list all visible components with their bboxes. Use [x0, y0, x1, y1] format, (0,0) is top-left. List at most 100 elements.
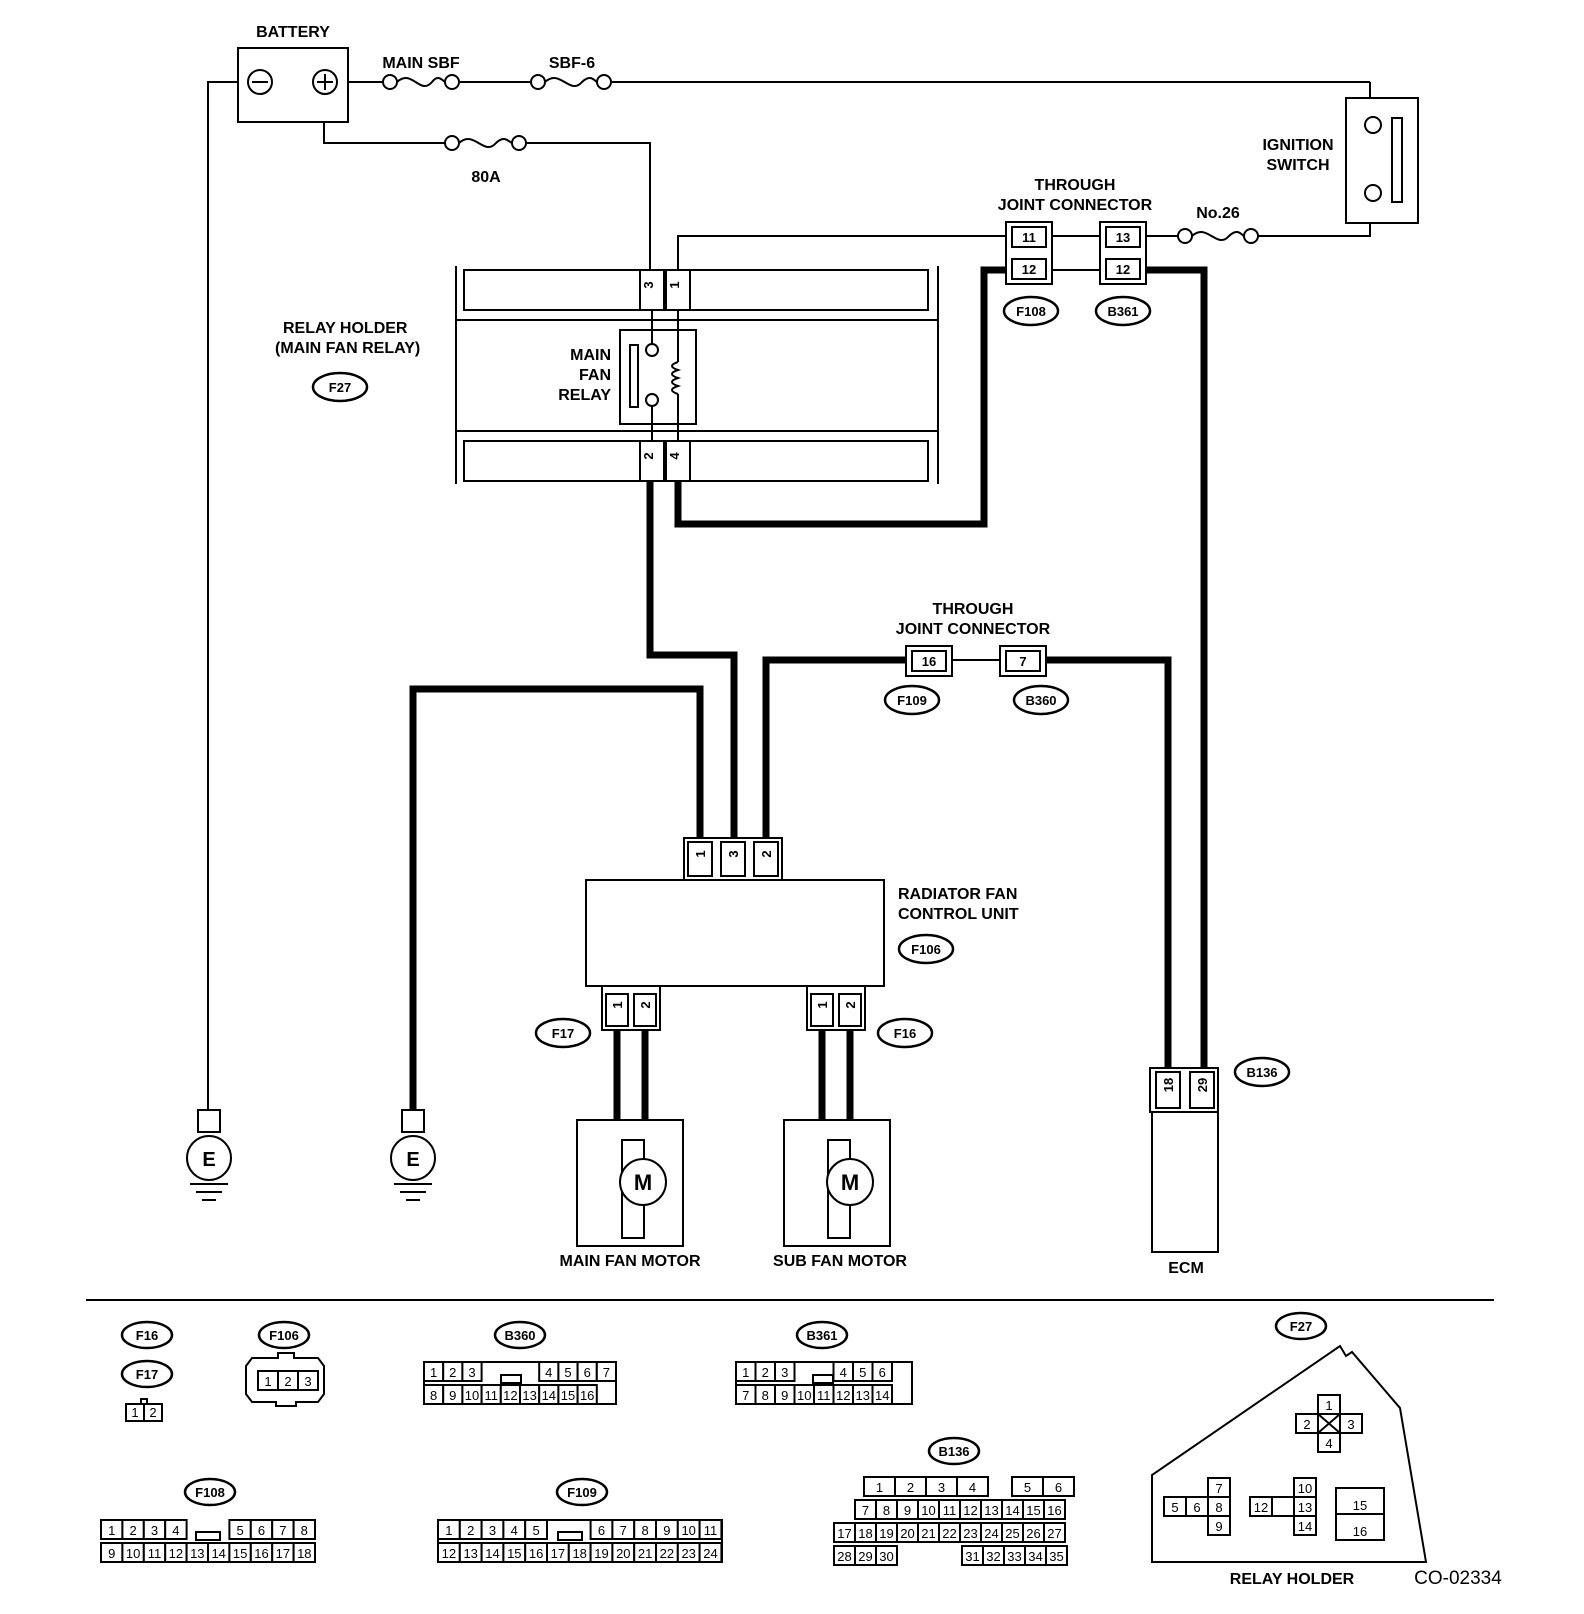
legend-f27-pin: 1	[1325, 1398, 1332, 1413]
legend-f109-pin: 23	[681, 1546, 695, 1561]
rfcu-pin-3: 3	[726, 850, 741, 857]
legend-relay-holder-outline	[1151, 1344, 1428, 1563]
legend-b136-label: B136	[938, 1444, 969, 1459]
legend-b360-pin: 2	[449, 1365, 456, 1380]
legend-b360-pin: 1	[430, 1365, 437, 1380]
legend-f108-pin: 18	[297, 1546, 311, 1561]
legend-f27-cell	[1293, 1515, 1317, 1536]
legend-b360-pin: 5	[564, 1365, 571, 1380]
legend-f109-pin: 13	[463, 1546, 477, 1561]
legend-b360-pin: 16	[580, 1388, 594, 1403]
main-fan-relay-label-3: RELAY	[558, 387, 611, 404]
rfcu-label-2: CONTROL UNIT	[898, 906, 1019, 923]
legend-b360-tag	[493, 1320, 547, 1350]
legend-b361-pin: 11	[817, 1388, 831, 1403]
jc-pin-11: 11	[1022, 230, 1036, 245]
fuse-80a: 80A	[444, 135, 527, 186]
legend-f109-pin: 19	[594, 1546, 608, 1561]
legend-b360-pin: 13	[522, 1388, 536, 1403]
sub-fan-motor: M SUB FAN MOTOR	[773, 1119, 907, 1270]
legend-f106-pin: 3	[304, 1374, 311, 1389]
legend-b136-pin: 34	[1028, 1549, 1042, 1564]
ignition-label-2: SWITCH	[1266, 157, 1329, 174]
legend-f109-key	[557, 1531, 583, 1541]
legend-b136-pin: 9	[904, 1503, 911, 1518]
b361-tag-label: B361	[1107, 304, 1138, 319]
legend-f27-pin: 7	[1215, 1481, 1222, 1496]
legend-f109-pin: 3	[489, 1523, 496, 1538]
legend-f27-pin: 5	[1171, 1500, 1178, 1515]
legend-b136-pin: 15	[1026, 1503, 1040, 1518]
f17-tag-label: F17	[552, 1026, 574, 1041]
relay-pin-1: 1	[667, 281, 682, 288]
legend-b360-pin: 6	[584, 1365, 591, 1380]
relay-pin-2: 2	[641, 452, 656, 459]
legend-f108-pin: 4	[172, 1523, 179, 1538]
legend-f109-pin: 14	[485, 1546, 499, 1561]
legend-f106-cell	[297, 1370, 319, 1391]
legend-f27-pin: 10	[1298, 1481, 1312, 1496]
legend-b136-pin: 32	[986, 1549, 1000, 1564]
legend-b360-pin: 9	[449, 1388, 456, 1403]
legend-b136-pin: 18	[858, 1526, 872, 1541]
legend-b361-pin: 9	[781, 1388, 788, 1403]
battery-label: BATTERY	[256, 24, 330, 41]
legend-f27-label: F27	[1290, 1319, 1312, 1334]
legend-f27-pin: 8	[1215, 1500, 1222, 1515]
legend-f108-pin: 10	[126, 1546, 140, 1561]
legend-f109-pin: 5	[532, 1523, 539, 1538]
legend-b360-pin: 10	[465, 1388, 479, 1403]
main-fan-relay-label-1: MAIN	[570, 347, 611, 364]
legend-b136-pin: 14	[1005, 1503, 1019, 1518]
legend-b360-key	[500, 1374, 522, 1384]
main-fan-motor-label: MAIN FAN MOTOR	[559, 1253, 700, 1270]
legend-b360-pin: 4	[545, 1365, 552, 1380]
f17-tag	[534, 1017, 592, 1049]
through-joint-connector-middle: THROUGH JOINT CONNECTOR 16 7 F109 B360	[883, 601, 1070, 716]
legend-f108-label: F108	[195, 1485, 225, 1500]
legend-f109-pin: 7	[620, 1523, 627, 1538]
f27-tag-label: F27	[329, 380, 351, 395]
f106-tag	[897, 933, 955, 965]
legend-f108-pin: 17	[276, 1546, 290, 1561]
legend-f16-pin: 2	[149, 1405, 156, 1420]
legend-b136-pin: 4	[969, 1480, 976, 1495]
legend-f27-cell	[1317, 1432, 1341, 1453]
legend-f108-pin: 5	[236, 1523, 243, 1538]
legend-f106-pin: 2	[284, 1374, 291, 1389]
legend-b136-cell	[1042, 1476, 1075, 1497]
legend-b136-pin: 13	[984, 1503, 998, 1518]
legend-f27-pin: 6	[1193, 1500, 1200, 1515]
through-jc-mid-label-2: JOINT CONNECTOR	[896, 621, 1051, 638]
legend-f17-tag	[120, 1359, 174, 1389]
rfcu-pin-2: 2	[759, 850, 774, 857]
f108-tag	[1002, 295, 1060, 327]
legend-f109-pin: 4	[511, 1523, 518, 1538]
relay-holder-label-2: (MAIN FAN RELAY)	[275, 340, 420, 357]
legend-b136-pin: 35	[1049, 1549, 1063, 1564]
legend-b136-pin: 28	[837, 1549, 851, 1564]
legend-b136-pin: 33	[1007, 1549, 1021, 1564]
legend-f108-tag	[183, 1477, 237, 1507]
fuse-no26: No.26	[1177, 205, 1259, 244]
ecm-label: ECM	[1168, 1260, 1204, 1277]
main-fan-relay-label-2: FAN	[579, 367, 611, 384]
legend-b361-key	[812, 1374, 834, 1384]
legend-f109-pin: 12	[442, 1546, 456, 1561]
legend-b360-pin: 7	[603, 1365, 610, 1380]
legend-f108-pin: 7	[279, 1523, 286, 1538]
legend-f108-pin: 2	[129, 1523, 136, 1538]
legend-f109-pin: 9	[663, 1523, 670, 1538]
relay-holder: 3 1 2 4 RELAY HOLDER (MAIN FAN RELAY) F2…	[275, 266, 939, 484]
sub-fan-motor-label: SUB FAN MOTOR	[773, 1253, 907, 1270]
legend-b136-pin: 3	[938, 1480, 945, 1495]
legend-f109-pin: 17	[551, 1546, 565, 1561]
legend-f108-pin: 6	[258, 1523, 265, 1538]
legend-b136-pin: 6	[1055, 1480, 1062, 1495]
legend-f108-cell	[292, 1542, 317, 1563]
legend-b136-pin: 19	[879, 1526, 893, 1541]
